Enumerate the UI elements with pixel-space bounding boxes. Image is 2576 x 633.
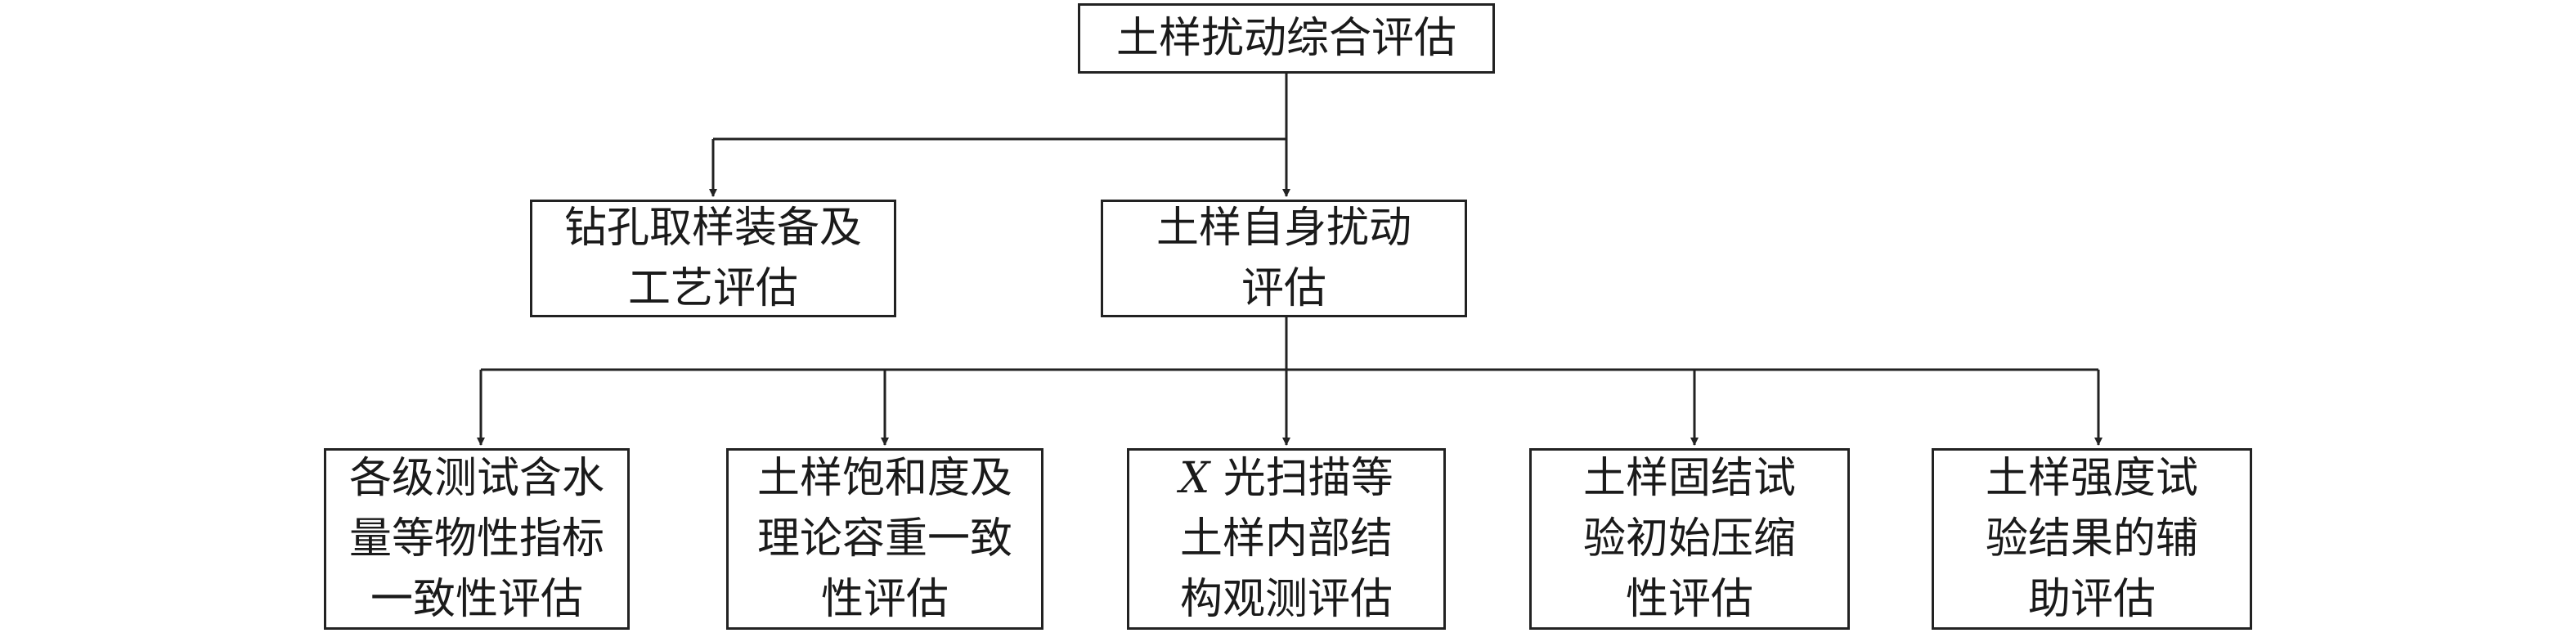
root-node: 土样扰动综合评估 xyxy=(1078,3,1495,74)
x-symbol: X xyxy=(1179,454,1210,503)
node-water-content-consistency: 各级测试含水 量等物性指标 一致性评估 xyxy=(324,448,630,630)
node-label: 土样饱和度及 理论容重一致 性评估 xyxy=(756,454,1012,624)
node-sample-self-disturbance-assessment: 土样自身扰动 评估 xyxy=(1101,200,1467,317)
node-label-rest: 光扫描等 土样内部结 构观测评估 xyxy=(1179,454,1393,624)
node-label: 钻孔取样装备及 工艺评估 xyxy=(563,204,862,313)
node-label: 土样固结试 验初始压缩 性评估 xyxy=(1582,454,1796,624)
node-saturation-unit-weight-consistency: 土样饱和度及 理论容重一致 性评估 xyxy=(726,448,1043,630)
node-drilling-equipment-assessment: 钻孔取样装备及 工艺评估 xyxy=(530,200,896,317)
node-label: X 光扫描等 土样内部结 构观测评估 xyxy=(1179,448,1393,630)
root-node-label: 土样扰动综合评估 xyxy=(1115,14,1456,63)
node-label: 土样强度试 验结果的辅 助评估 xyxy=(1985,454,2198,624)
node-label: 各级测试含水 量等物性指标 一致性评估 xyxy=(348,454,604,624)
node-xray-structure-observation: X 光扫描等 土样内部结 构观测评估 xyxy=(1127,448,1446,630)
node-label: 土样自身扰动 评估 xyxy=(1156,204,1411,313)
node-strength-test-auxiliary: 土样强度试 验结果的辅 助评估 xyxy=(1932,448,2252,630)
node-consolidation-compressibility: 土样固结试 验初始压缩 性评估 xyxy=(1529,448,1850,630)
